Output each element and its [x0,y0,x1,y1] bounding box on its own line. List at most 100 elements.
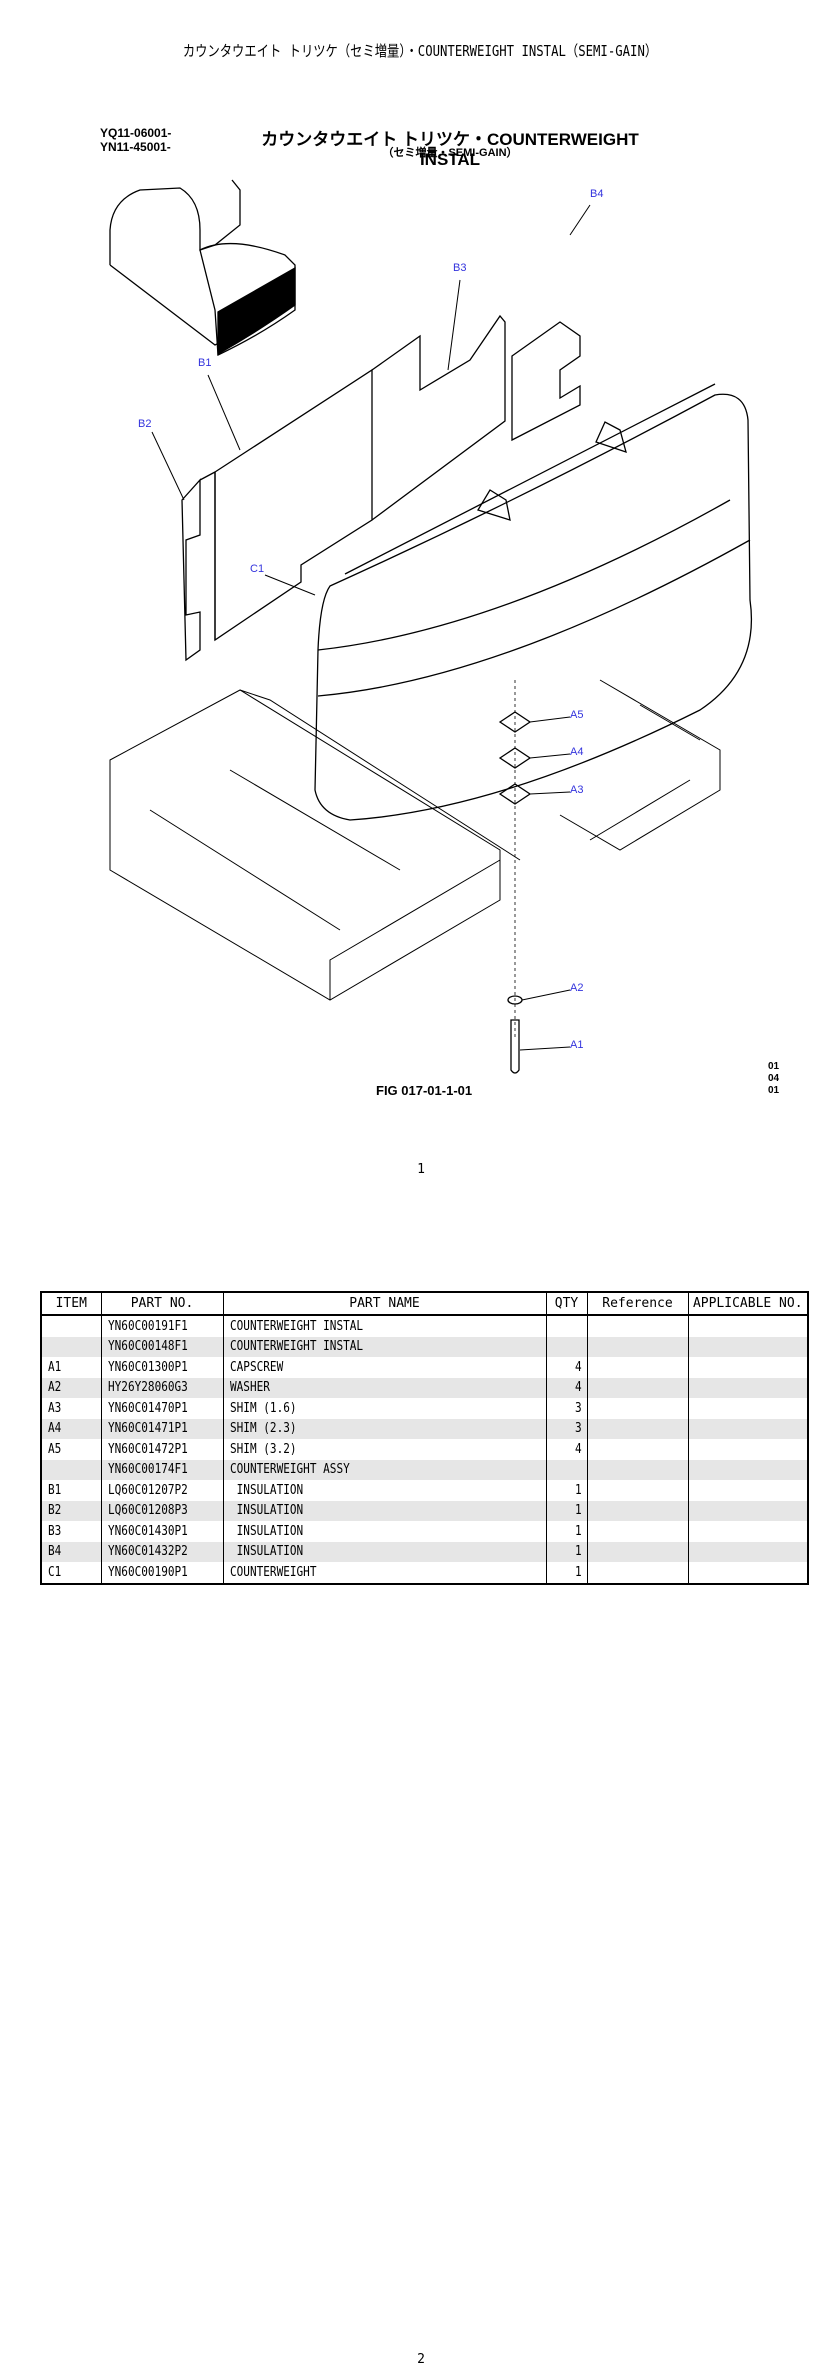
reference-cell [586,1459,689,1480]
part-name-cell: SHIM (2.3) [222,1418,547,1439]
part-no-cell: YN60C00174F1 [100,1459,224,1480]
callout-a4: A4 [570,746,584,758]
exploded-parts-drawing [109,179,753,1074]
upper-frame [109,679,721,1001]
callout-a1: A1 [570,1039,584,1051]
figure-subtitle: （セミ増量・SEMI-GAIN） [382,147,518,159]
qty-cell-text: 4 [574,1359,582,1375]
qty-cell: 3 [545,1418,588,1439]
insulation-panel [181,314,506,662]
item-cell: A3 [40,1398,102,1419]
part-name-cell-text: SHIM (3.2) [229,1441,297,1457]
qty-cell-text: 1 [574,1503,582,1519]
part-no-cell-text: LQ60C01208P3 [107,1503,188,1519]
insulation-b4 [511,321,581,442]
qty-cell [545,1459,588,1480]
applicable-no-cell [687,1398,809,1419]
qty-cell-text: 1 [574,1564,582,1580]
callout-a3: A3 [570,784,584,796]
item-cell-text: A5 [48,1441,62,1457]
part-name-cell: INSULATION [222,1500,547,1521]
item-cell [40,1336,102,1357]
item-cell: B1 [40,1480,102,1501]
item-cell-text: A3 [48,1400,62,1416]
qty-cell-text: 1 [574,1523,582,1539]
part-no-cell-text: YN60C01472P1 [107,1441,188,1457]
reference-cell [586,1521,689,1542]
qty-cell [545,1336,588,1357]
applicable-no-cell [687,1439,809,1460]
part-name-cell-text: COUNTERWEIGHT INSTAL [229,1339,363,1355]
qty-cell: 1 [545,1541,588,1562]
item-cell-text: A2 [48,1380,62,1396]
part-no-cell-text: YN60C00190P1 [107,1564,188,1580]
part-no-cell: YN60C00191F1 [100,1315,224,1337]
leader-b1 [207,374,241,451]
qty-cell: 4 [545,1357,588,1378]
reference-cell [586,1418,689,1439]
reference-cell [586,1500,689,1521]
reference-cell [586,1439,689,1460]
part-no-cell: YN60C00148F1 [100,1336,224,1357]
part-name-cell: INSULATION [222,1521,547,1542]
header-part-no: PART NO. [100,1291,224,1316]
part-name-cell: COUNTERWEIGHT ASSY [222,1459,547,1480]
callout-a5: A5 [570,709,584,721]
callout-b2: B2 [138,418,152,430]
qty-cell [545,1315,588,1337]
part-no-cell: YN60C01430P1 [100,1521,224,1542]
leader-b2 [151,431,185,501]
part-no-cell: YN60C01470P1 [100,1398,224,1419]
item-cell [40,1315,102,1337]
qty-cell-text: 1 [574,1544,582,1560]
part-no-cell-text: HY26Y28060G3 [107,1380,188,1396]
table-row: B2 LQ60C01208P3 INSULATION 1 [40,1500,809,1521]
part-no-cell-text: YN60C00148F1 [107,1339,188,1355]
part-name-cell-text: COUNTERWEIGHT [229,1564,316,1580]
callout-b4: B4 [590,188,604,200]
applicable-no-cell [687,1521,809,1542]
reference-cell [586,1315,689,1337]
header-qty: QTY [545,1291,588,1316]
qty-cell-text: 4 [574,1380,582,1396]
part-no-cell: YN60C01471P1 [100,1418,224,1439]
applicable-no-cell [687,1459,809,1480]
applicable-no-cell [687,1336,809,1357]
qty-cell-text: 3 [574,1400,582,1416]
part-name-cell: SHIM (3.2) [222,1439,547,1460]
qty-cell-text: 3 [574,1421,582,1437]
part-no-cell: YN60C00190P1 [100,1562,224,1584]
reference-cell [586,1398,689,1419]
table-row: B3 YN60C01430P1 INSULATION 1 [40,1521,809,1542]
item-cell-text: B2 [48,1503,62,1519]
qty-cell: 1 [545,1480,588,1501]
part-name-cell: COUNTERWEIGHT INSTAL [222,1315,547,1337]
figure-number: FIG 017-01-1-01 [376,1083,473,1098]
serial-range-2: YN11-45001- [100,140,171,154]
item-cell: A5 [40,1439,102,1460]
item-cell-text: B3 [48,1523,62,1539]
part-no-cell-text: YN60C01300P1 [107,1359,188,1375]
table-header-row: ITEM PART NO. PART NAME QTY Reference AP… [40,1291,809,1316]
item-cell: B2 [40,1500,102,1521]
applicable-no-cell [687,1562,809,1584]
callout-b1: B1 [198,357,212,369]
item-cell-text: B1 [48,1482,62,1498]
figure-title: カウンタウエイト トリツケ・COUNTERWEIGHT INSTAL [261,130,639,169]
machine-thumbnail [109,179,296,356]
part-no-cell-text: YN60C01471P1 [107,1421,188,1437]
part-name-cell-text: COUNTERWEIGHT INSTAL [229,1318,363,1334]
reference-cell [586,1377,689,1398]
header-part-name: PART NAME [222,1291,547,1316]
serial-range-1: YQ11-06001- [100,126,172,140]
part-no-cell-text: YN60C01432P2 [107,1544,188,1560]
leader-c1 [264,574,316,596]
header-reference: Reference [586,1291,689,1316]
part-name-cell-text: INSULATION [229,1523,303,1539]
part-no-cell: YN60C01432P2 [100,1541,224,1562]
leader-b3 [447,279,461,371]
